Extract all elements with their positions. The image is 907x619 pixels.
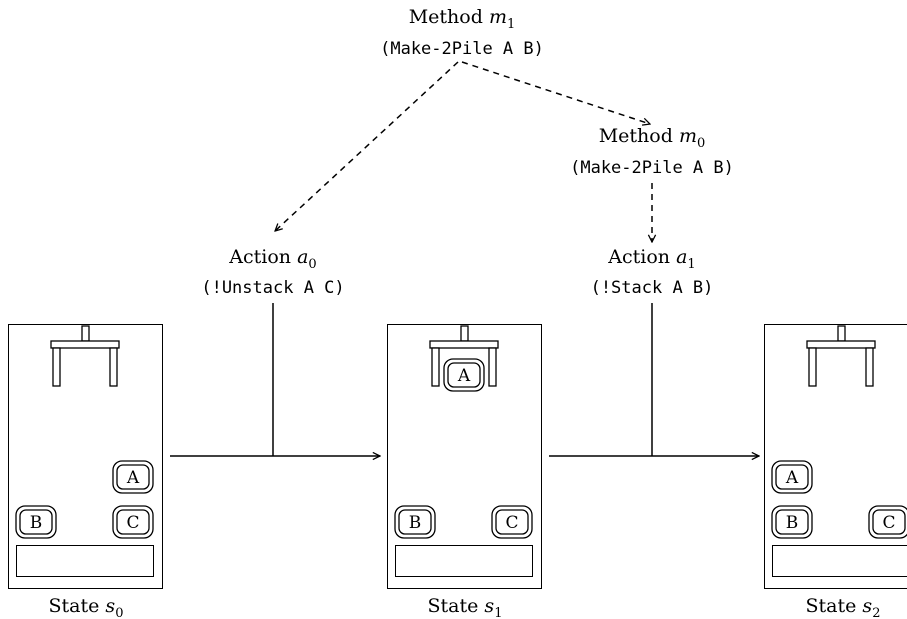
block-b-label: B: [786, 513, 799, 533]
gripper-icon: [50, 325, 120, 387]
state-s2-panel: A B C State s2: [764, 324, 907, 619]
gripper-icon: [806, 325, 876, 387]
state-s0-frame: [8, 324, 163, 589]
block-b: B: [771, 505, 813, 539]
table-surface: [16, 545, 154, 577]
state-s2-frame: [764, 324, 907, 589]
state-s2-label: State s2: [806, 595, 881, 619]
action-a1-operator: (!Stack A B): [591, 278, 714, 298]
decomposition-arrow-m1-a0: [275, 61, 459, 231]
table-surface: [395, 545, 533, 577]
block-b-label: B: [409, 513, 422, 533]
block-a: A: [771, 460, 813, 494]
block-a-label: A: [457, 366, 471, 386]
method-m0-node: Method m0 (Make-2Pile A B): [570, 125, 734, 178]
block-c: C: [868, 505, 907, 539]
block-c-label: C: [882, 513, 895, 533]
state-s0-label: State s0: [49, 595, 124, 619]
block-a: A: [112, 460, 154, 494]
block-c-label: C: [126, 513, 139, 533]
method-m1-task: (Make-2Pile A B): [380, 39, 544, 59]
block-a-label: A: [126, 468, 140, 488]
method-m0-task: (Make-2Pile A B): [570, 158, 734, 178]
action-a0-node: Action a0 (!Unstack A C): [201, 246, 344, 298]
method-m1-title: Method m1: [409, 6, 516, 32]
method-m0-title: Method m0: [599, 125, 706, 151]
state-s0-panel: A B C State s0: [8, 324, 163, 619]
block-a-held: A: [443, 358, 485, 392]
block-b: B: [394, 505, 436, 539]
method-m1-node: Method m1 (Make-2Pile A B): [380, 6, 544, 59]
block-c: C: [491, 505, 533, 539]
action-a0-operator: (!Unstack A C): [201, 278, 344, 298]
gripper-icon: [429, 325, 499, 387]
block-b-label: B: [30, 513, 43, 533]
block-c-label: C: [505, 513, 518, 533]
decomposition-arrow-m1-m0: [461, 61, 650, 124]
block-b: B: [15, 505, 57, 539]
action-a1-node: Action a1 (!Stack A B): [591, 246, 714, 298]
block-c: C: [112, 505, 154, 539]
state-s1-panel: A B C State s1: [387, 324, 542, 619]
block-a-label: A: [785, 468, 799, 488]
action-a1-title: Action a1: [607, 246, 695, 272]
table-surface: [772, 545, 907, 577]
state-s1-label: State s1: [428, 595, 503, 619]
action-a0-title: Action a0: [228, 246, 316, 272]
